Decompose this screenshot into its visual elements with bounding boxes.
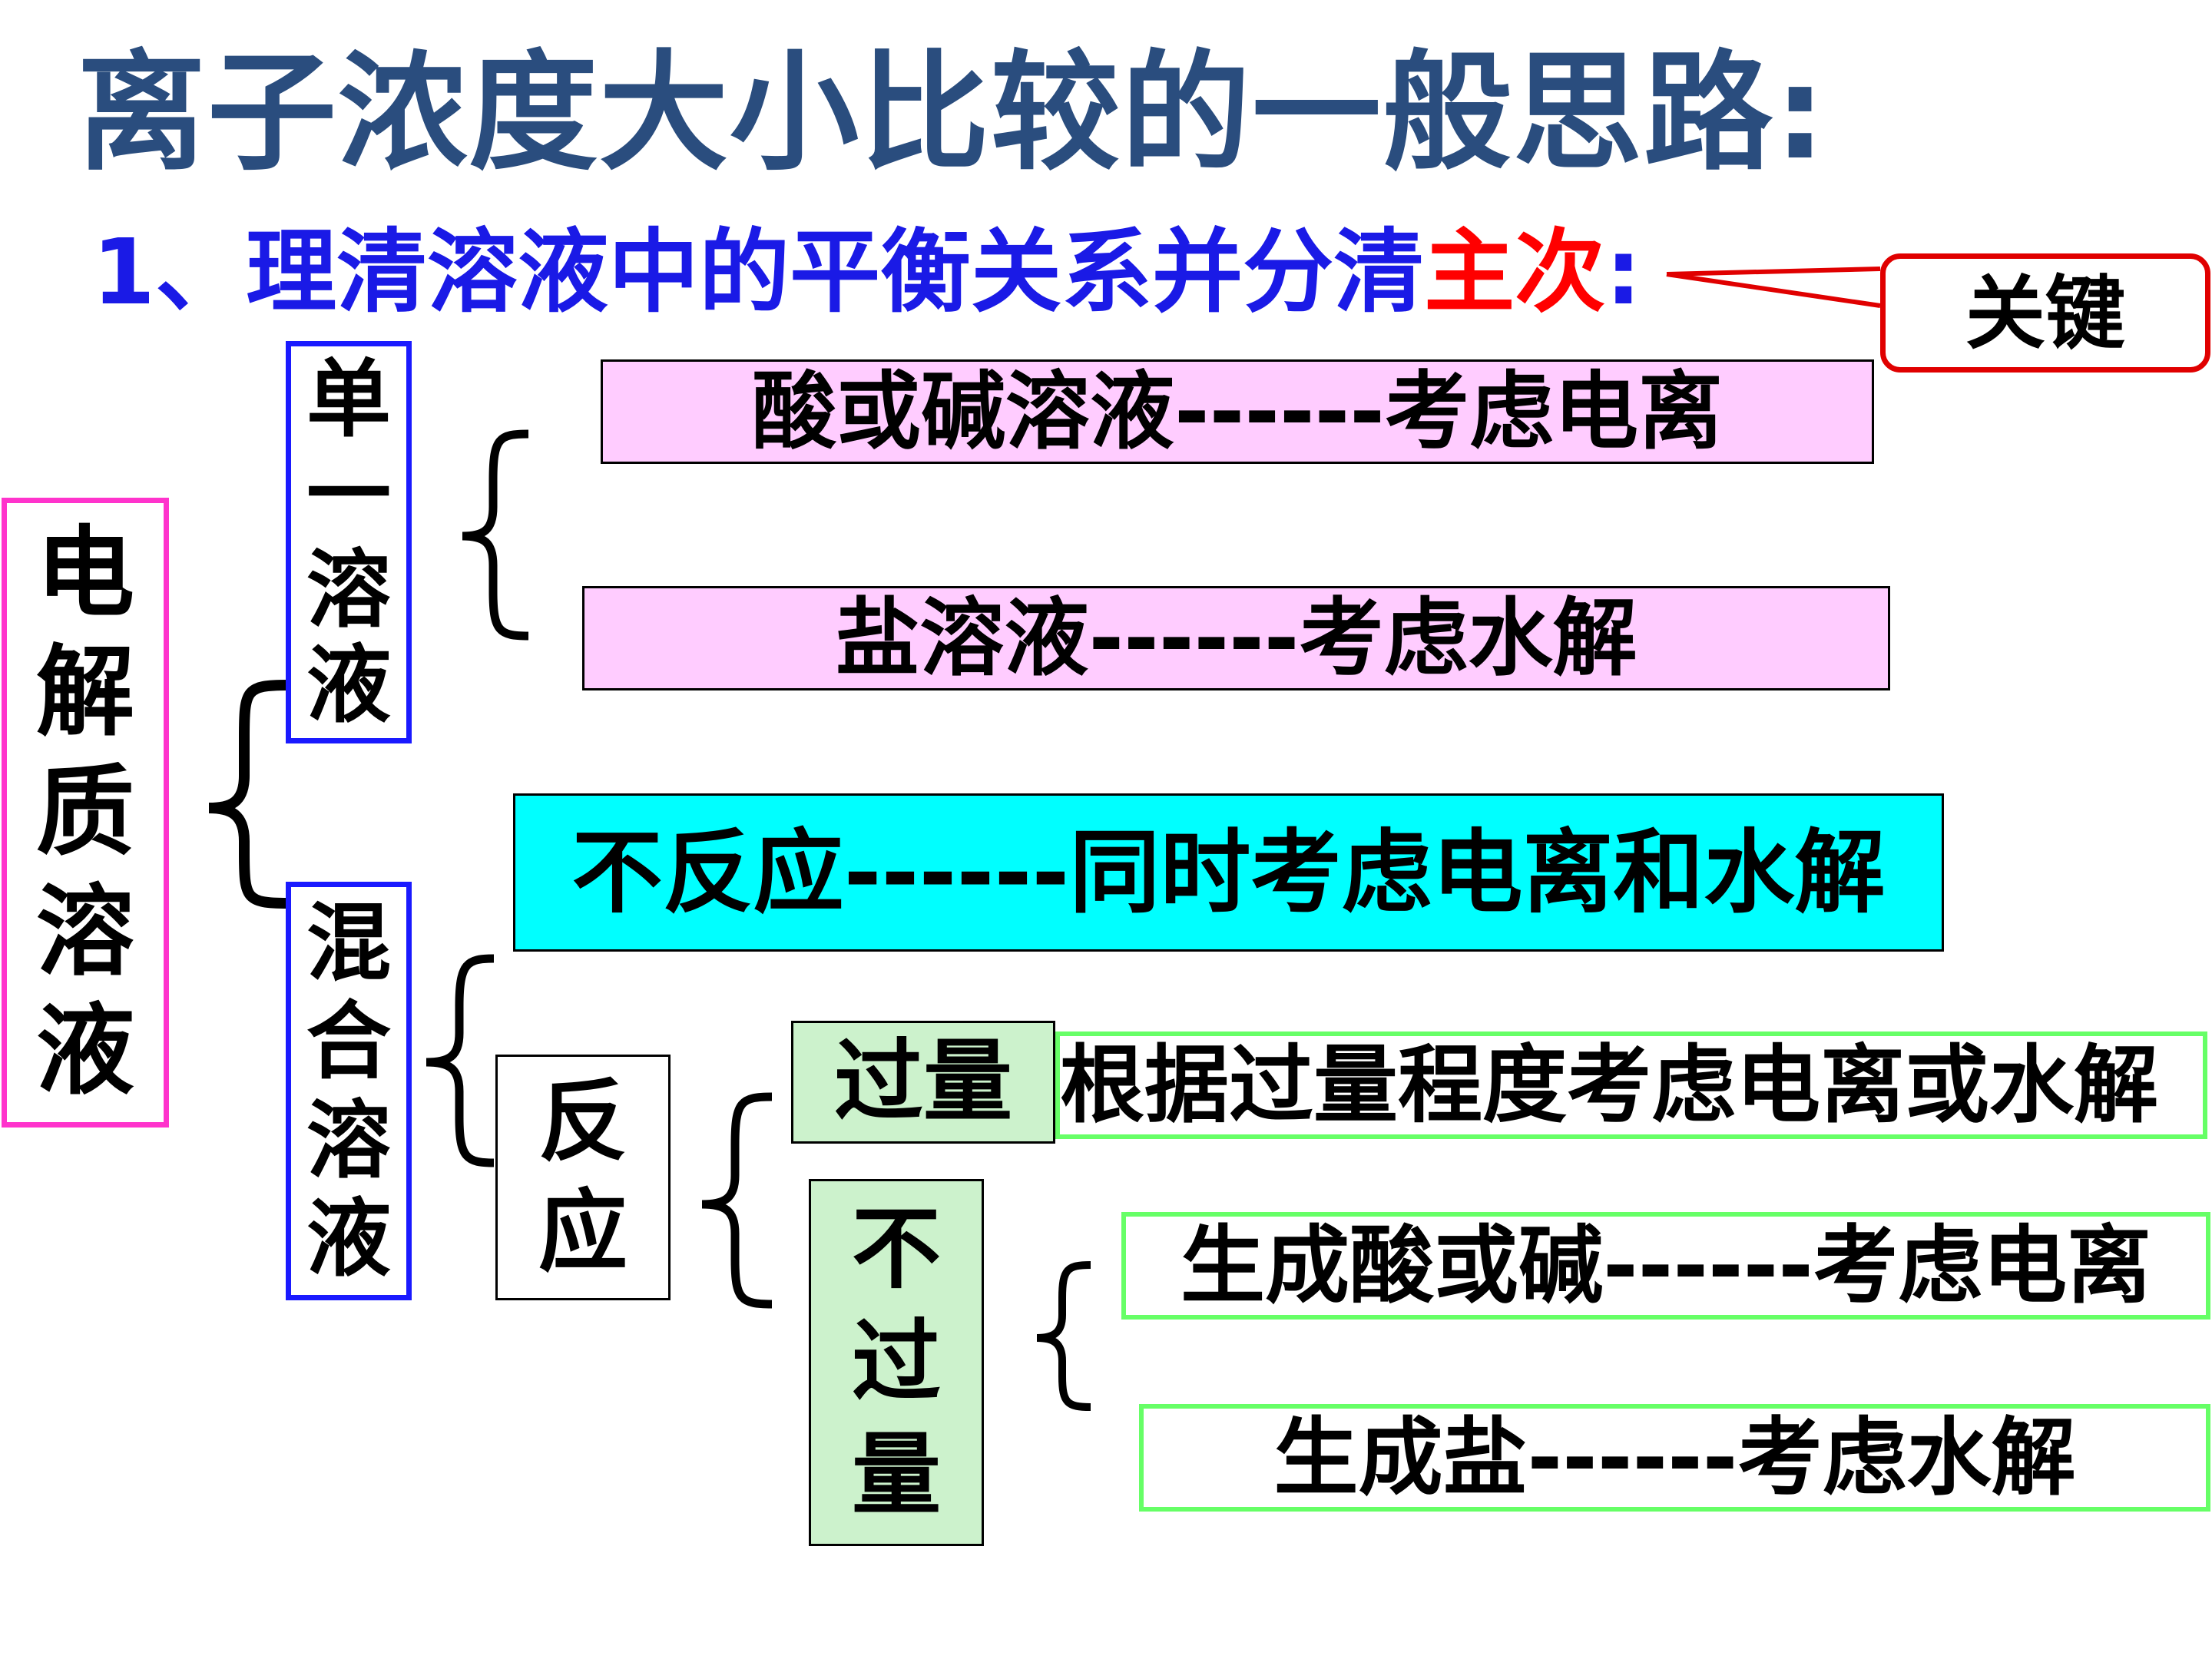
generate-acid-base-box: 生成酸或碱------考虑电离 <box>1121 1212 2210 1320</box>
callout-pointer-lower <box>1666 272 1881 308</box>
salt-solution-box: 盐溶液------考虑水解 <box>582 586 1890 690</box>
brace-no-excess <box>1036 1261 1091 1411</box>
single-solution-box: 单 一 溶 液 <box>286 341 412 743</box>
key-callout: 关键 <box>1880 253 2210 373</box>
excess-tag-box: 过量 <box>791 1021 1055 1144</box>
subtitle-suffix: : <box>1605 219 1642 325</box>
subtitle-prefix: 1、理清溶液中的平衡关系并分清 <box>92 219 1425 325</box>
subtitle: 1、理清溶液中的平衡关系并分清主次: <box>92 222 1641 323</box>
excess-description-box: 根据过量程度考虑电离或水解 <box>1055 1031 2207 1139</box>
no-reaction-box: 不反应------同时考虑电离和水解 <box>513 793 1944 952</box>
generate-salt-box: 生成盐------考虑水解 <box>1139 1404 2210 1512</box>
brace-reaction <box>701 1092 773 1309</box>
subtitle-highlight: 主次 <box>1424 219 1606 325</box>
acid-base-solution-box: 酸或碱溶液------考虑电离 <box>601 359 1874 464</box>
callout-pointer-upper <box>1666 267 1881 276</box>
no-excess-box: 不 过 量 <box>809 1179 984 1546</box>
reaction-box: 反 应 <box>495 1055 671 1300</box>
mixed-solution-box: 混 合 溶 液 <box>286 882 412 1300</box>
page-title: 离子浓度大小比较的一般思路: <box>77 38 1828 188</box>
brace-mixed <box>426 954 495 1167</box>
brace-root <box>208 680 289 909</box>
root-electrolyte-box: 电 解 质 溶 液 <box>2 498 169 1128</box>
brace-single <box>462 429 529 641</box>
